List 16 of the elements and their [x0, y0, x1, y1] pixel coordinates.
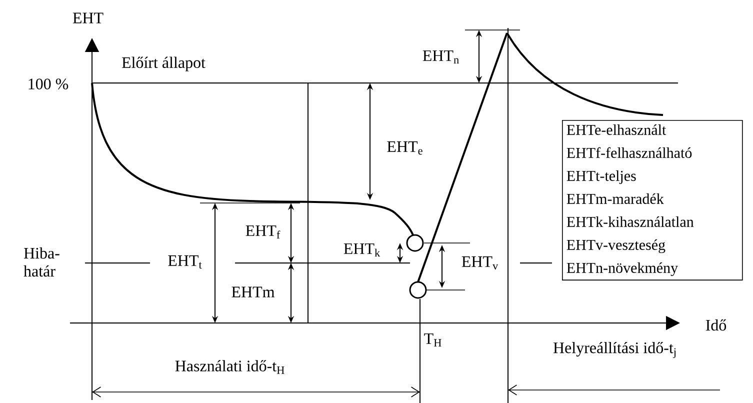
annotation-label: Előírt állapot	[122, 56, 206, 72]
axis-label: T$_{H}$	[424, 333, 442, 347]
axis-label: EHT	[72, 12, 104, 24]
dimension-label: EHTm	[232, 286, 275, 298]
interval-label: Használati idő-t$_{H}$	[175, 360, 284, 374]
interval-label: Helyreállítási idő-t$_{j}$	[553, 342, 676, 358]
axis-label: Idő	[706, 319, 726, 331]
dimension-label: EHT$_{t}$	[168, 255, 202, 269]
value-label: 100 %	[28, 78, 68, 90]
legend-box: EHTe-elhasznált EHTf-felhasználható EHTt-teljes EHTm-maradék EHTk-kihasználatlan EHTv-veszteség EHTn-növekmény	[562, 120, 743, 280]
dimension-label: EHT$_{k}$	[344, 243, 380, 257]
dimension-label: EHT$_{v}$	[462, 256, 498, 270]
dimension-label: EHT$_{n}$	[422, 50, 459, 64]
dimension-label: EHT$_{f}$	[246, 225, 280, 239]
dimension-label: EHT$_{e}$	[387, 141, 422, 155]
annotation-label: Hiba- határ	[24, 247, 60, 277]
